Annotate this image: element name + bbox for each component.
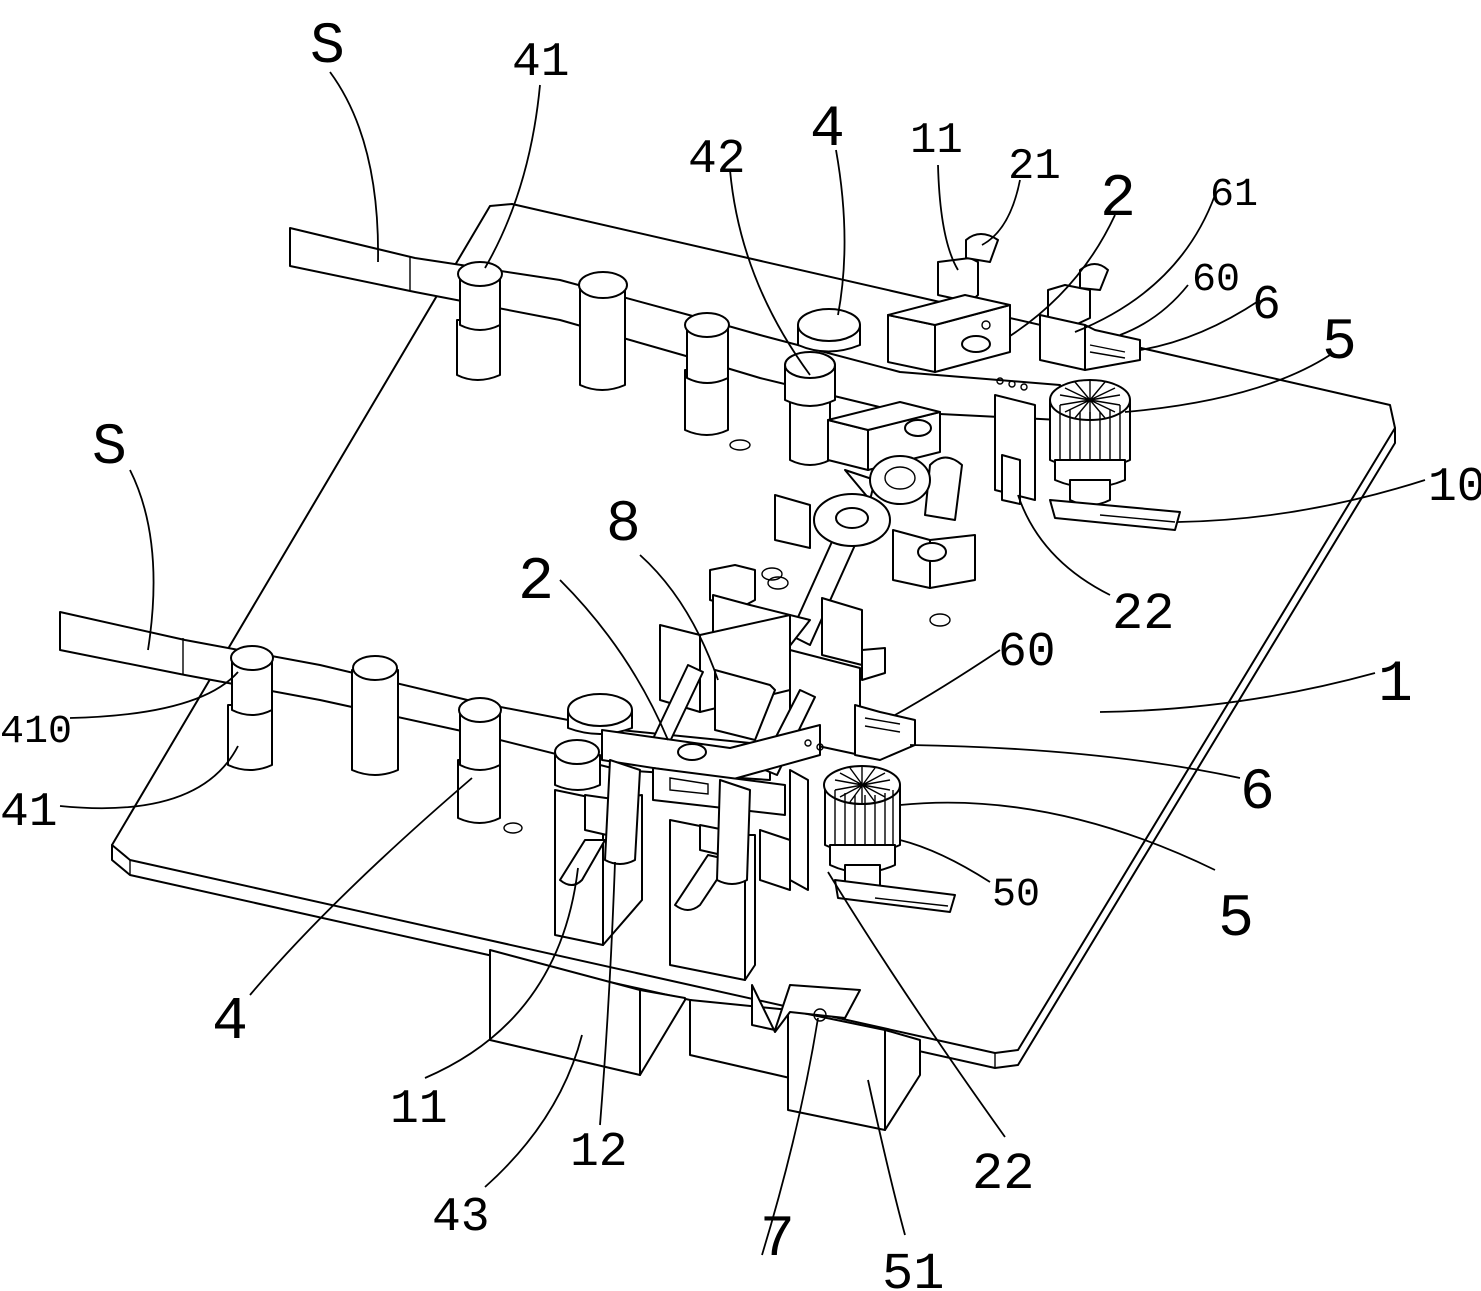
label-12: 12 bbox=[570, 1126, 628, 1180]
reference-labels: S 41 42 4 11 21 2 61 60 6 5 10 22 8 2 60… bbox=[0, 15, 1481, 1291]
pins-lower bbox=[227, 645, 633, 834]
leader-lines bbox=[59, 71, 1426, 1256]
station-lower bbox=[554, 564, 916, 981]
support-blocks bbox=[489, 949, 921, 1131]
label-7: 7 bbox=[760, 1208, 795, 1273]
label-4-top: 4 bbox=[810, 98, 845, 163]
label-41-left: 41 bbox=[0, 786, 58, 840]
label-43: 43 bbox=[432, 1191, 490, 1245]
label-41-top: 41 bbox=[512, 36, 570, 90]
label-410: 410 bbox=[0, 710, 72, 755]
label-4-bottom: 4 bbox=[212, 989, 248, 1057]
label-60-mid: 60 bbox=[998, 626, 1056, 680]
label-s-top: S bbox=[310, 15, 345, 80]
pins-upper bbox=[456, 261, 861, 466]
label-6-mid: 6 bbox=[1240, 761, 1275, 826]
label-61: 61 bbox=[1210, 173, 1258, 218]
label-51: 51 bbox=[882, 1245, 944, 1291]
label-1: 1 bbox=[1378, 653, 1413, 718]
station-upper bbox=[767, 233, 1141, 646]
label-11-bottom: 11 bbox=[390, 1083, 448, 1137]
label-8: 8 bbox=[606, 493, 641, 558]
label-22-bottom: 22 bbox=[972, 1145, 1034, 1204]
label-22-top: 22 bbox=[1112, 585, 1174, 644]
label-2-top: 2 bbox=[1100, 166, 1136, 234]
label-10: 10 bbox=[1428, 461, 1481, 515]
label-50: 50 bbox=[992, 873, 1040, 918]
label-21: 21 bbox=[1008, 142, 1061, 192]
label-s-left: S bbox=[92, 416, 127, 481]
label-2-mid: 2 bbox=[518, 549, 554, 617]
label-42: 42 bbox=[688, 133, 746, 187]
label-6-top: 6 bbox=[1252, 279, 1281, 333]
label-5-top: 5 bbox=[1322, 311, 1357, 376]
brush-lower bbox=[823, 765, 956, 913]
label-5-bottom: 5 bbox=[1218, 886, 1254, 954]
label-60-top: 60 bbox=[1192, 258, 1240, 303]
brush-upper bbox=[1049, 379, 1181, 531]
label-11-top: 11 bbox=[910, 116, 963, 166]
